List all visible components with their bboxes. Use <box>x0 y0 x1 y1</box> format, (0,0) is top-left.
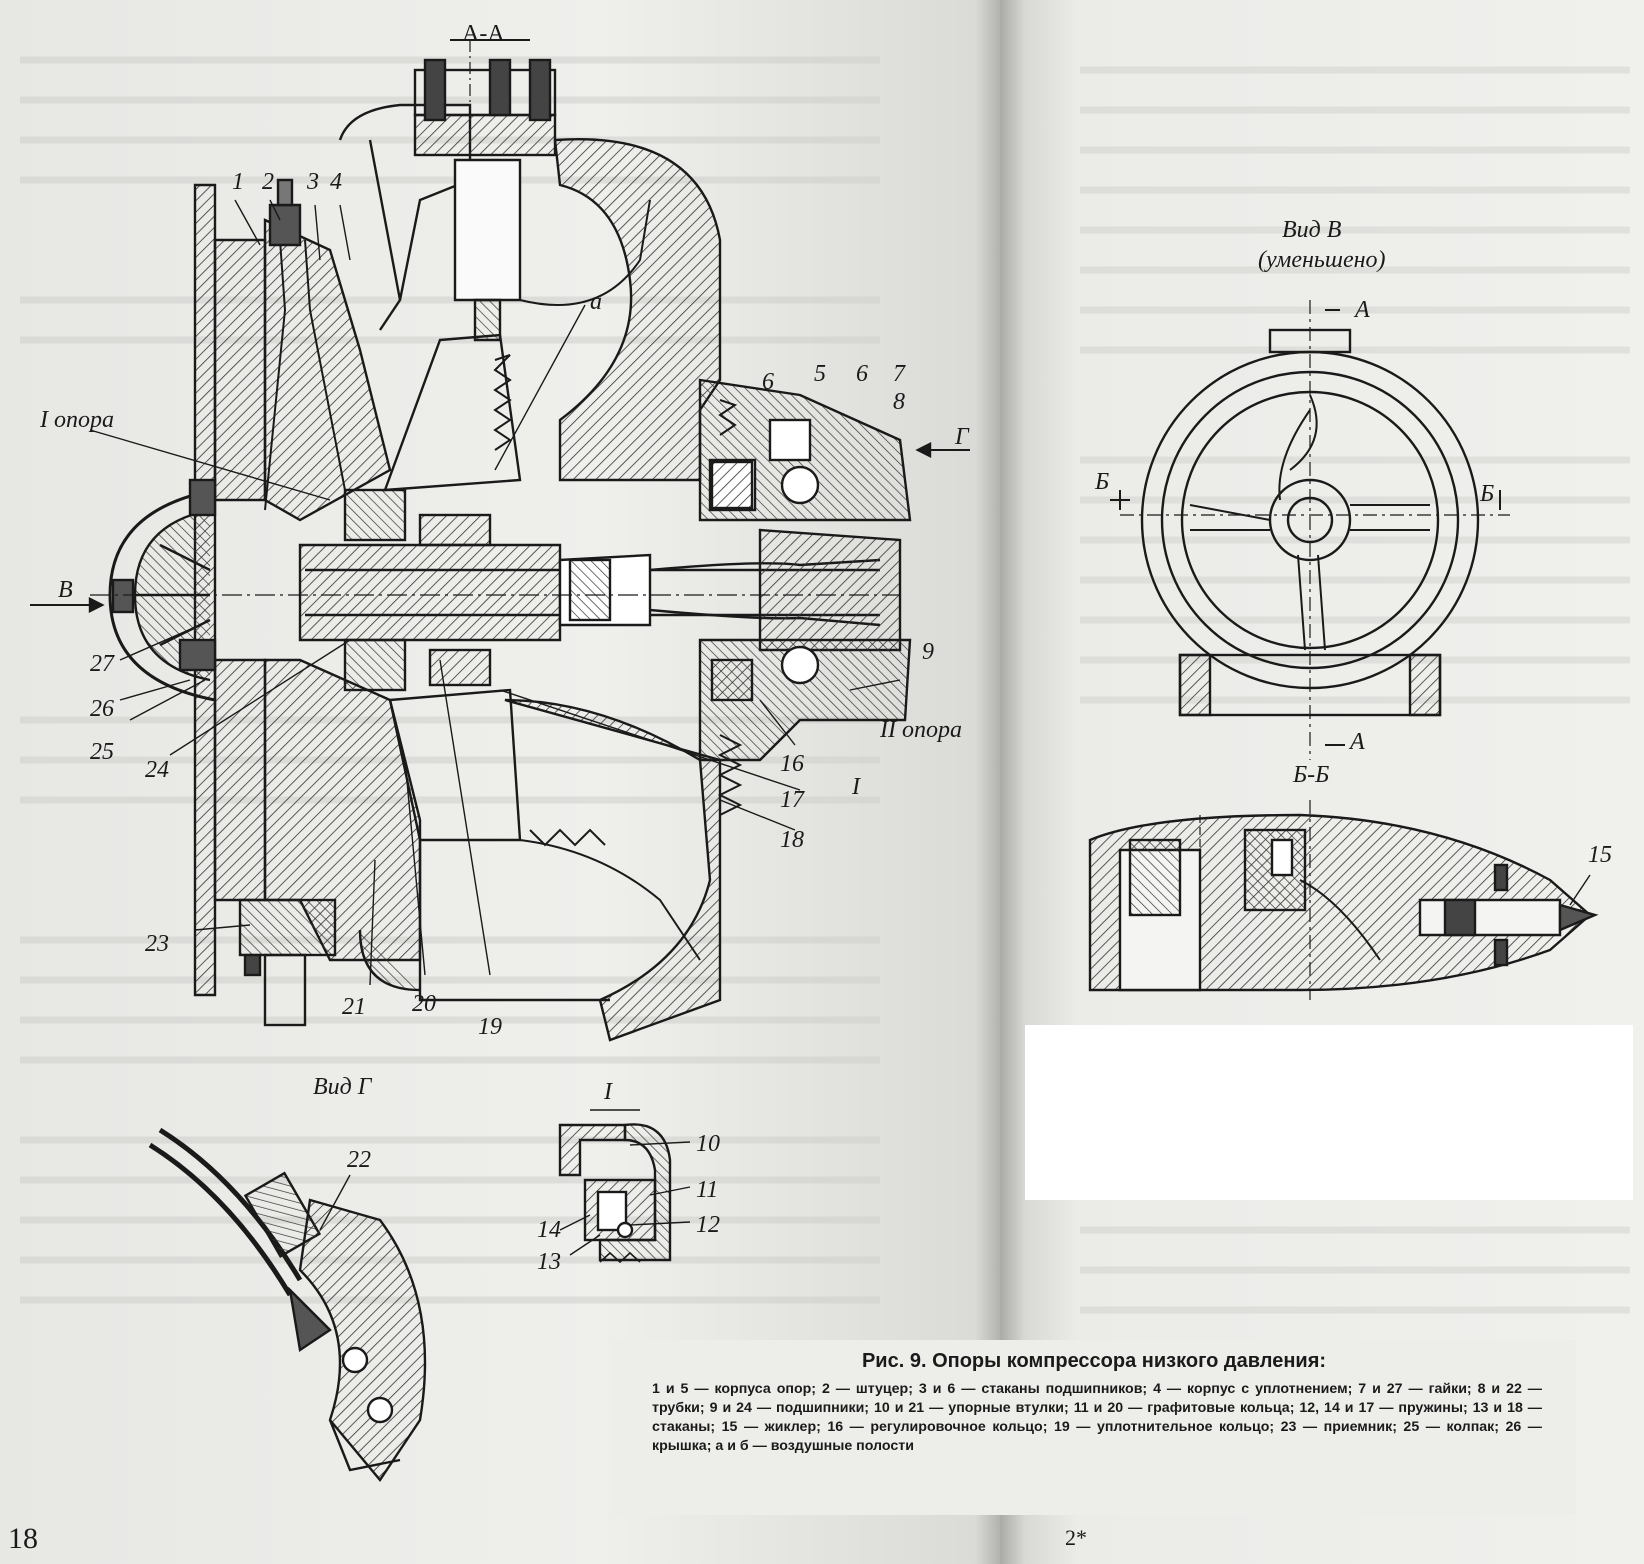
view-g-title: Вид Г <box>313 1074 372 1100</box>
callout-17: 17 <box>780 787 804 813</box>
callout-19: 19 <box>478 1014 502 1040</box>
callout-21: 21 <box>342 994 366 1020</box>
right-page <box>1000 0 1644 1564</box>
callout-16: 16 <box>780 751 804 777</box>
callout-10: 10 <box>696 1131 720 1157</box>
view-v-subtitle: (уменьшено) <box>1258 247 1386 273</box>
view-g-drawing <box>148 1127 427 1483</box>
callout-12: 12 <box>696 1212 720 1238</box>
callout-5: 5 <box>814 361 826 387</box>
callout-13: 13 <box>537 1249 561 1275</box>
section-bb-title: Б-Б <box>1293 762 1330 788</box>
callout-18: 18 <box>780 827 804 853</box>
callout-11: 11 <box>696 1177 719 1203</box>
caption-title: Рис. 9. Опоры компрессора низкого давлен… <box>861 1350 1327 1372</box>
view-v-title: Вид В <box>1282 217 1342 243</box>
callout-27: 27 <box>90 651 114 677</box>
detail-i-drawing <box>558 1109 691 1264</box>
callout-1: 1 <box>232 169 244 195</box>
callout-9: 9 <box>922 639 934 665</box>
callout-2: 2 <box>262 169 274 195</box>
faint-text-left <box>20 56 880 1304</box>
callout-6a: 6 <box>762 369 774 395</box>
blank-area <box>1025 1025 1633 1200</box>
faint-text-right <box>1080 66 1630 1314</box>
section-bb-drawing <box>1088 800 1599 1000</box>
cut-b-left: Б <box>1095 469 1110 495</box>
callout-7: 7 <box>893 361 905 387</box>
section-aa-label: А-А <box>462 21 505 47</box>
view-v-drawing <box>1110 300 1510 760</box>
callout-4: 4 <box>330 169 342 195</box>
book-gutter <box>975 0 1025 1564</box>
page-number-left: 18 <box>8 1522 38 1555</box>
callout-24: 24 <box>145 757 169 783</box>
main-section <box>30 39 970 1042</box>
callout-6b: 6 <box>856 361 868 387</box>
cut-a-top: А <box>1355 297 1370 323</box>
callout-22: 22 <box>347 1147 371 1173</box>
callout-3: 3 <box>307 169 319 195</box>
cut-b-right: Б <box>1480 481 1495 507</box>
cut-a-bottom: А <box>1350 729 1365 755</box>
arrow-v-label: В <box>58 577 73 603</box>
callout-a: а <box>590 289 602 315</box>
callout-26: 26 <box>90 696 114 722</box>
page-number-right: 2* <box>1065 1525 1087 1550</box>
callout-20: 20 <box>412 991 436 1017</box>
detail-i-mark: I <box>852 774 860 800</box>
callout-25: 25 <box>90 739 114 765</box>
arrow-g-label: Г <box>955 424 969 450</box>
caption-legend: 1 и 5 — корпуса опор; 2 — штуцер; 3 и 6 … <box>652 1381 1542 1454</box>
callout-15: 15 <box>1588 842 1612 868</box>
callout-14: 14 <box>537 1217 561 1243</box>
support-2-label: II опора <box>880 717 962 743</box>
callout-23: 23 <box>145 931 169 957</box>
figure-caption: Рис. 9. Опоры компрессора низкого давлен… <box>612 1340 1576 1515</box>
detail-i-title: I <box>604 1079 612 1105</box>
callout-8: 8 <box>893 389 905 415</box>
support-1-label: I опора <box>40 407 114 433</box>
